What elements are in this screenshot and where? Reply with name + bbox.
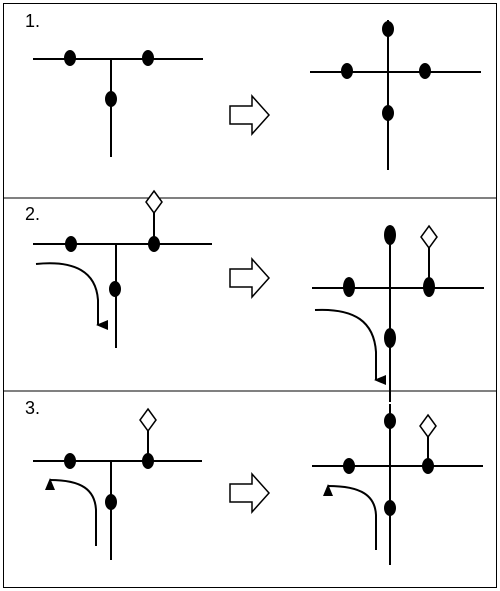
diamond-marker-icon xyxy=(145,189,163,215)
node-dot xyxy=(65,236,77,252)
node-dot xyxy=(341,63,353,79)
panel-3 xyxy=(33,404,483,565)
transform-arrow-icon xyxy=(229,94,271,136)
panel-1-label: 1. xyxy=(25,11,41,31)
panel-1 xyxy=(33,20,481,170)
t-intersection xyxy=(33,431,202,560)
node-dot xyxy=(343,458,355,474)
node-dot xyxy=(142,50,154,66)
panel-2-label: 2. xyxy=(25,204,41,224)
node-dot xyxy=(343,277,355,297)
node-dot xyxy=(423,277,435,297)
t-intersection xyxy=(33,213,212,348)
node-dot xyxy=(64,50,76,66)
diamond-marker-icon xyxy=(420,224,438,250)
node-dot xyxy=(64,453,76,469)
turn-path-arrow xyxy=(44,478,97,546)
diamond-marker-icon xyxy=(139,407,157,433)
node-dot xyxy=(105,494,117,510)
node-dot xyxy=(105,91,117,107)
node-dot xyxy=(382,21,394,37)
node-dot xyxy=(382,105,394,121)
node-dot xyxy=(384,413,396,429)
node-dot xyxy=(422,458,434,474)
diamond-marker-icon xyxy=(419,413,437,439)
cross-intersection xyxy=(310,20,481,170)
cross-intersection xyxy=(312,404,483,565)
transform-arrow-icon xyxy=(229,472,271,514)
panel-2 xyxy=(33,189,484,402)
panel-3-label: 3. xyxy=(25,398,41,418)
node-dot xyxy=(148,236,160,252)
cross-intersection xyxy=(312,228,484,402)
t-intersection xyxy=(33,58,203,157)
transform-arrow-icon xyxy=(229,257,271,299)
outer-frame xyxy=(3,3,497,588)
turn-path-arrow xyxy=(314,308,386,385)
node-dot xyxy=(142,453,154,469)
turn-path-arrow xyxy=(35,262,108,330)
node-dot xyxy=(384,328,396,348)
node-dot xyxy=(419,63,431,79)
node-dot xyxy=(384,500,396,516)
node-dot xyxy=(384,225,396,245)
turn-path-arrow xyxy=(322,484,377,550)
node-dot xyxy=(109,281,121,297)
